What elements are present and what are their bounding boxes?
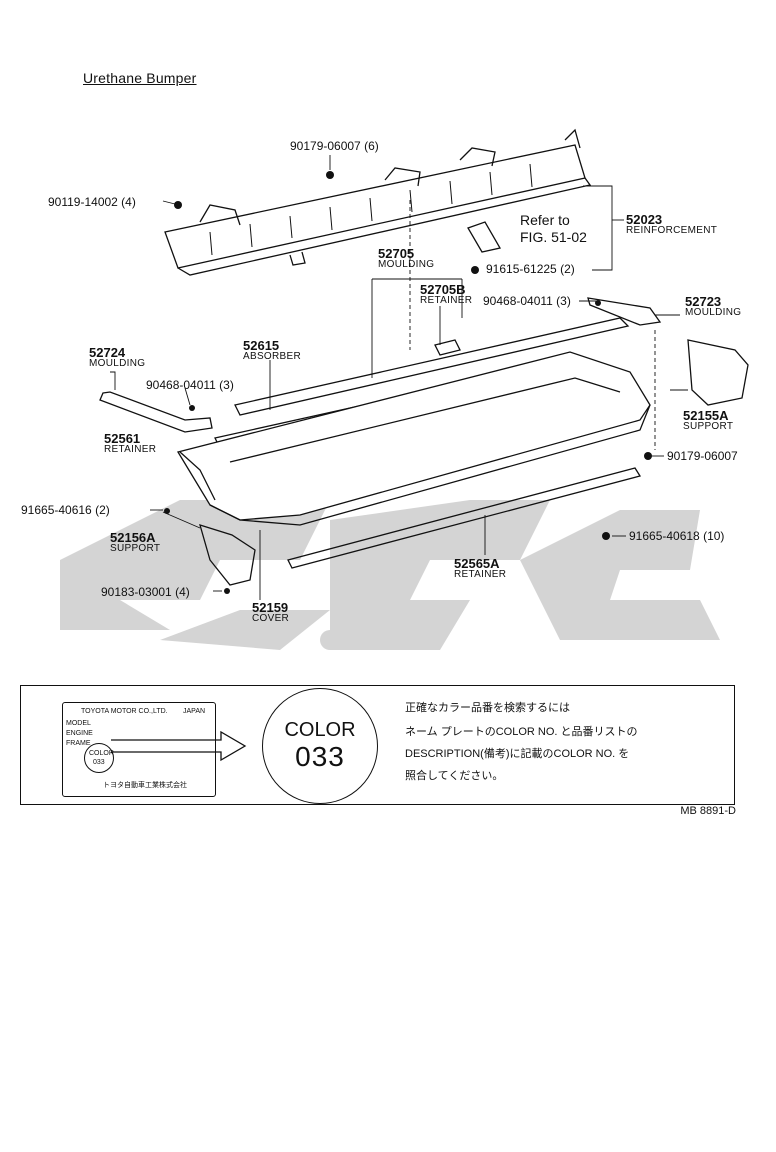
arrow-right-icon <box>111 730 247 762</box>
fastener-marks <box>164 171 652 594</box>
part-name: SUPPORT <box>683 421 734 432</box>
part-number: 52565A <box>454 556 500 571</box>
color-code: 033 <box>295 741 345 772</box>
refer-line2: FIG. 51-02 <box>520 229 587 245</box>
plate-color-label: COLOR <box>89 750 114 757</box>
part-name: RETAINER <box>420 295 473 306</box>
plate-row-model: MODEL <box>66 720 91 727</box>
retainer-52705b-part <box>434 339 461 356</box>
color-info-box: TOYOTA MOTOR CO.,LTD. JAPAN MODEL ENGINE… <box>20 685 735 805</box>
part-number: 52155A <box>683 408 729 423</box>
callout-90183-03001: 90183-03001 (4) <box>101 585 190 599</box>
callout-90179-06007-right: 90179-06007 <box>667 449 738 463</box>
callout-90179-06007-top: 90179-06007 (6) <box>290 139 379 153</box>
callout-52561: 52561 RETAINER <box>104 432 156 455</box>
plate-maker-jp: トヨタ自動車工業株式会社 <box>103 782 187 789</box>
plate-color-circle: COLOR 033 <box>84 743 114 773</box>
callout-52156a: 52156A SUPPORT <box>110 531 160 554</box>
part-number: 52159 <box>252 600 289 615</box>
part-name: ABSORBER <box>243 351 301 362</box>
callout-52705: 52705 MOULDING <box>378 247 434 270</box>
callout-52615: 52615 ABSORBER <box>243 339 301 362</box>
part-number: 52023 <box>626 212 663 227</box>
support-52155a-part <box>687 339 749 406</box>
instruction-line-3: DESCRIPTION(備考)に記載のCOLOR NO. を <box>405 748 630 760</box>
moulding-52705-part <box>234 317 630 416</box>
callout-91615-61225: 91615-61225 (2) <box>486 262 575 276</box>
color-label: COLOR <box>284 719 356 741</box>
part-name: COVER <box>252 613 290 624</box>
callout-90468-04011-left: 90468-04011 (3) <box>146 378 234 392</box>
plate-row-frame: FRAME <box>66 740 91 747</box>
support-52156a-part <box>199 524 256 586</box>
color-code-circle: COLOR 033 <box>262 688 378 804</box>
part-name: MOULDING <box>685 307 742 318</box>
figure-code: MB 8891-D <box>680 805 736 817</box>
part-name: REINFORCEMENT <box>626 225 718 236</box>
callout-52724: 52724 MOULDING <box>89 346 145 369</box>
callout-90468-04011-right: 90468-04011 (3) <box>483 294 571 308</box>
callout-90119-14002: 90119-14002 (4) <box>48 195 136 209</box>
leader-lines <box>110 155 688 600</box>
callout-91665-40616: 91665-40616 (2) <box>21 503 110 517</box>
part-number: 52705 <box>378 246 415 261</box>
bracket-part <box>467 221 502 253</box>
callout-52023: 52023 REINFORCEMENT <box>626 213 717 236</box>
part-name: MOULDING <box>89 358 146 369</box>
retainer-52565a-part <box>287 467 642 569</box>
part-number: 52615 <box>243 338 280 353</box>
page-title: Urethane Bumper <box>83 70 197 86</box>
plate-country: JAPAN <box>183 708 206 715</box>
reinforcement-part <box>164 128 592 276</box>
callout-52723: 52723 MOULDING <box>685 295 741 318</box>
plate-maker: TOYOTA MOTOR CO.,LTD. <box>81 708 168 715</box>
part-number: 52156A <box>110 530 156 545</box>
part-number: 52561 <box>104 431 141 446</box>
callout-52565a: 52565A RETAINER <box>454 557 506 580</box>
name-plate: TOYOTA MOTOR CO.,LTD. JAPAN MODEL ENGINE… <box>62 702 216 797</box>
part-name: RETAINER <box>104 444 157 455</box>
callout-91665-40618: 91665-40618 (10) <box>629 529 725 543</box>
part-name: MOULDING <box>378 259 435 270</box>
refer-note: Refer to FIG. 51-02 <box>520 212 587 246</box>
moulding-52723-part <box>587 297 662 326</box>
part-name: SUPPORT <box>110 543 161 554</box>
callout-52159: 52159 COVER <box>252 601 289 624</box>
plate-row-engine: ENGINE <box>66 730 93 737</box>
callout-52155a: 52155A SUPPORT <box>683 409 733 432</box>
plate-color-code: 033 <box>93 759 105 766</box>
moulding-52724-part <box>99 391 213 433</box>
refer-line1: Refer to <box>520 212 570 228</box>
callout-52705b: 52705B RETAINER <box>420 283 472 306</box>
part-name: RETAINER <box>454 569 507 580</box>
part-number: 52724 <box>89 345 126 360</box>
part-number: 52723 <box>685 294 722 309</box>
bumper-cover-part <box>176 351 651 526</box>
instruction-line-2: ネーム プレートのCOLOR NO. と品番リストの <box>405 726 638 738</box>
part-number: 52705B <box>420 282 466 297</box>
instruction-line-1: 正確なカラー品番を検索するには <box>405 702 570 714</box>
instruction-line-4: 照合してください。 <box>405 770 504 782</box>
